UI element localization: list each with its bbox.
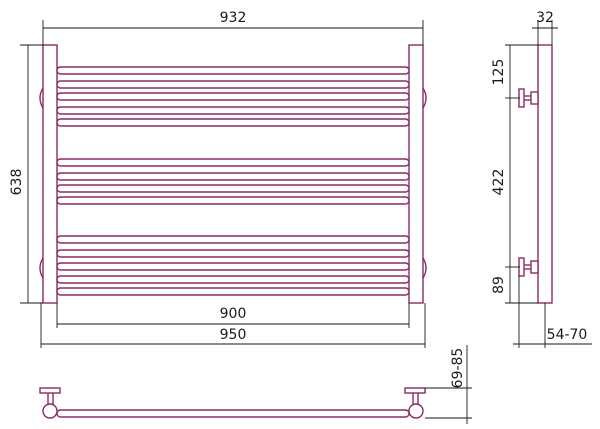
front-view [39,44,427,304]
left-top-bracket [39,87,44,109]
dimension-inner-width: 900 [56,303,410,328]
rung [56,275,410,284]
label-638: 638 [9,169,25,196]
dimension-top-width: 932 [42,10,424,45]
right-wall-plate [404,387,426,394]
rung [56,118,410,127]
dimension-overall-width: 950 [40,303,426,348]
label-900: 900 [220,306,247,322]
right-post [408,44,424,304]
rung [56,235,410,244]
left-wall-plate [39,387,61,394]
dimension-side-vertical-chain: 125 422 89 [491,44,538,304]
top-rung [56,409,410,418]
side-view [518,44,553,304]
rung [56,262,410,271]
left-bottom-bracket [39,257,44,279]
label-422: 422 [491,169,507,196]
rung [56,92,410,101]
rung [56,66,410,75]
left-post [42,44,58,304]
dimension-bottom-depth: 69-85 [425,345,472,424]
label-125: 125 [491,59,507,86]
label-932: 932 [220,10,247,26]
rung [56,106,410,115]
rung [56,80,410,89]
label-69-85: 69-85 [450,348,466,389]
rung [56,287,410,296]
left-post-section [42,403,58,419]
side-post [537,44,553,304]
rung [56,184,410,193]
rung [56,196,410,205]
label-54-70: 54-70 [547,327,588,343]
right-bottom-bracket [422,257,427,279]
right-post-section [408,403,424,419]
rungs [56,66,410,296]
label-89: 89 [491,276,507,294]
top-view [39,387,426,419]
right-top-bracket [422,87,427,109]
dimension-left-height: 638 [9,44,43,304]
rung [56,158,410,167]
rung [56,249,410,258]
rung [56,172,410,181]
dimension-wall-distance: 54-70 [513,276,592,348]
label-32: 32 [536,10,554,26]
dimension-side-depth: 32 [532,10,558,45]
label-950: 950 [220,327,247,343]
